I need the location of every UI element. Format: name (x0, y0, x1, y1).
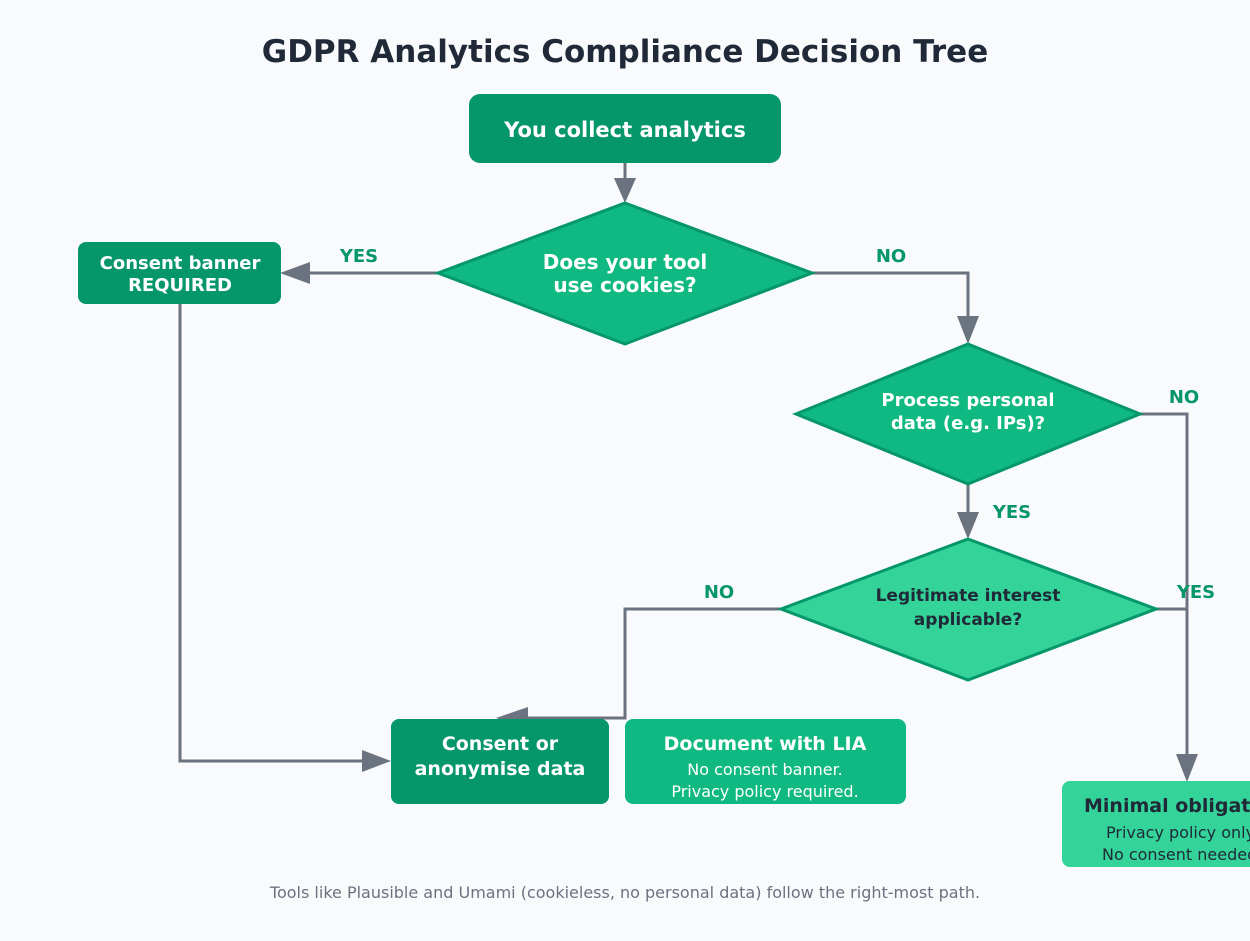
node-document-lia-title: Document with LIA (664, 733, 867, 755)
connector-banner-down (178, 304, 366, 763)
decision-legitimate-interest: Legitimate interest applicable? (776, 537, 1161, 682)
decision-cookies-line1: Does your tool (543, 250, 708, 274)
edge-label-personal-yes: YES (992, 502, 1031, 523)
edge-label-cookies-yes: YES (339, 246, 378, 267)
decision-cookies-line2: use cookies? (553, 273, 696, 297)
node-document-lia: Document with LIA No consent banner. Pri… (625, 719, 906, 804)
edge-labels: YES NO NO YES NO YES (339, 246, 1215, 603)
connector-personal-no (1140, 412, 1189, 760)
decision-personal-data-line1: Process personal (881, 390, 1054, 411)
node-consent-banner-line2: REQUIRED (128, 275, 232, 296)
footnote: Tools like Plausible and Umami (cookiele… (269, 883, 980, 902)
node-start-label: You collect analytics (503, 118, 746, 142)
node-consent-or-anonymise-line2: anonymise data (415, 758, 586, 780)
node-consent-banner: Consent banner REQUIRED (78, 242, 281, 304)
node-consent-or-anonymise: Consent or anonymise data (391, 719, 609, 804)
node-minimal-obligations-title: Minimal obligations (1084, 795, 1250, 817)
node-consent-or-anonymise-line1: Consent or (442, 733, 559, 755)
edge-label-legit-no: NO (704, 582, 734, 603)
decision-legitimate-interest-line1: Legitimate interest (876, 586, 1061, 606)
node-minimal-obligations-line2: No consent needed. (1102, 845, 1250, 864)
arrowhead-personal-no (1176, 754, 1198, 782)
decision-cookies: Does your tool use cookies? (433, 201, 817, 346)
node-start: You collect analytics (469, 94, 781, 163)
arrowhead-banner-to-consent (362, 750, 391, 772)
arrowhead-cookies-yes (280, 262, 310, 284)
connector-cookies-no (812, 271, 970, 320)
decision-personal-data-line2: data (e.g. IPs)? (891, 413, 1045, 434)
node-document-lia-line2: Privacy policy required. (671, 782, 858, 801)
connector-legit-no (528, 607, 781, 720)
edge-label-legit-yes: YES (1176, 582, 1215, 603)
node-consent-banner-line1: Consent banner (100, 253, 261, 274)
diagram-title: GDPR Analytics Compliance Decision Tree (262, 34, 989, 70)
connectors (178, 163, 1189, 763)
arrowhead-personal-yes (957, 512, 979, 539)
edge-label-cookies-no: NO (876, 246, 906, 267)
edge-label-personal-no: NO (1169, 387, 1199, 408)
arrowhead-cookies-no (957, 316, 979, 344)
decision-legitimate-interest-line2: applicable? (914, 610, 1022, 630)
node-document-lia-line1: No consent banner. (687, 760, 843, 779)
node-minimal-obligations-line1: Privacy policy only. (1106, 823, 1250, 842)
node-minimal-obligations: Minimal obligations Privacy policy only.… (1062, 781, 1250, 867)
arrowhead-start-to-cookies (614, 178, 636, 203)
decision-personal-data: Process personal data (e.g. IPs)? (792, 342, 1144, 486)
